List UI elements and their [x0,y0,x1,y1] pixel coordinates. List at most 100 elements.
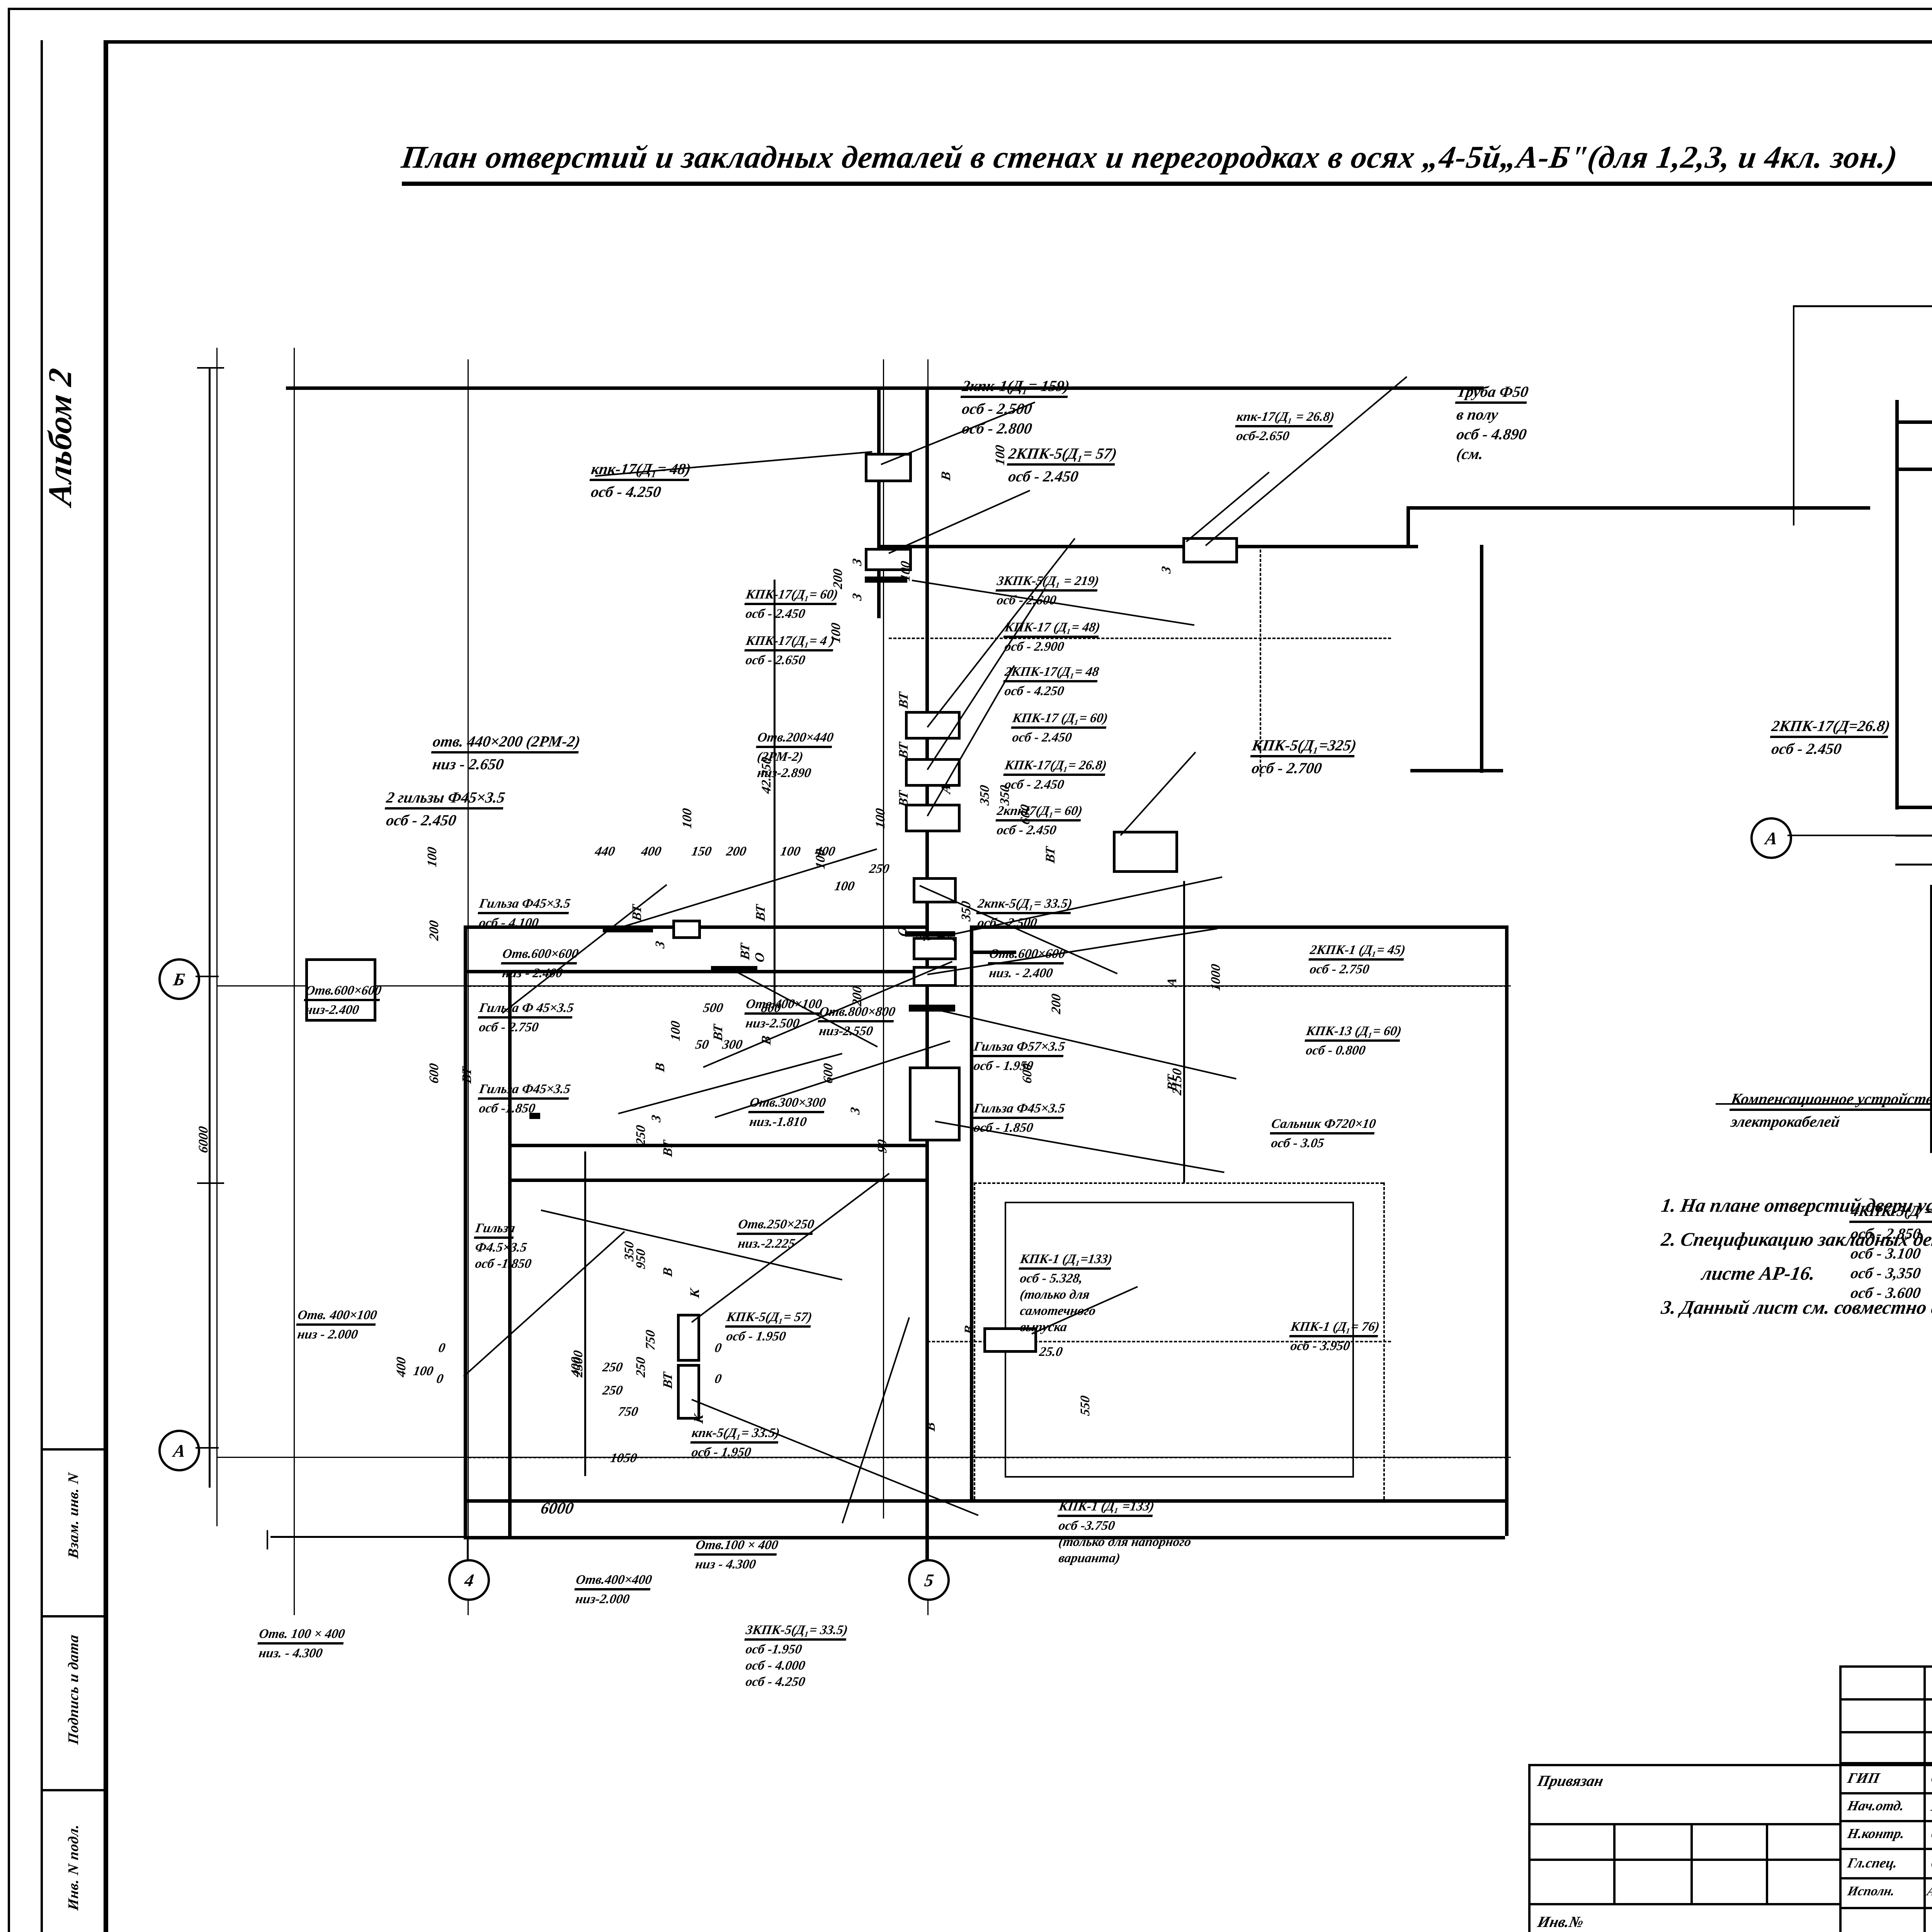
callout-kpk-13-60: КПК-13 (Д₁= 60) осб - 0.800 [1304,1024,1403,1058]
callout-kpk-17-48b: КПК-17 (Д₁= 48) осб - 2.900 [1003,620,1101,654]
tb-line [1839,1665,1842,1932]
wall-v-left-bay-b [508,970,512,1536]
tb-role-0: ГИП [1846,1770,1881,1786]
tb-main-top [1528,1764,1932,1766]
callout-kpk-17-48: кпк-17(Д₁= 48) осб - 4.250 [589,460,692,500]
comp-box-left [1930,885,1932,1151]
tag-vt-3: ВТ [661,1371,675,1390]
detail-v-line [1793,305,1794,526]
wall-v-upper [877,386,881,618]
sheet-border-outer [8,8,1932,1932]
dimension-6000-bottom: 6000 [539,1500,575,1517]
embed-marker [603,925,653,932]
note-3: 3. Данный лист см. совместно с листами 1… [1660,1296,1932,1318]
callout-2kpk-5-57: 2КПК-5(Д₁= 57) осб - 2.450 [1007,444,1118,485]
callout-kpk-17-268b: кпк-17(Д₁ = 26.8) осб-2.650 [1235,410,1335,443]
page-title: План отверстий и закладных деталей в сте… [399,139,1900,175]
dimension-line-2300 [584,1151,586,1476]
dim-600-v: 600 [427,1062,441,1085]
dim-350-v2: 350 [978,784,992,806]
dim-25: 25.0 [1038,1345,1064,1359]
dim-250b: 250 [868,862,891,876]
callout-gilza-57: Гильза Ф57×3.5 осб - 1.950 [972,1039,1066,1073]
centerline-a [464,1457,1507,1458]
callout-otv-250x250: Отв.250×250 низ.-2.225 [736,1217,815,1251]
callout-gilza-45-4100: Гильза Ф45×3.5 осб - 4.100 [478,896,571,930]
wall-bottom-b [464,1536,1505,1539]
tag-vt-7: ВТ [1043,845,1058,864]
embed-marker [913,937,957,960]
embed-marker [672,920,701,939]
dim-200: 200 [725,844,748,859]
dim-750: 750 [617,1405,639,1419]
dim-400: 400 [640,844,663,859]
detail-line-a [1895,835,1932,837]
dim-250-v: 250 [634,1124,648,1146]
leader-line [1716,1103,1932,1105]
dim-150: 150 [690,844,713,859]
dim-400-v2: 400 [394,1356,408,1378]
embed-marker [983,1327,1037,1353]
tb-line [1839,1665,1932,1668]
callout-kpk-17-60b: КПК-17 (Д₁= 60) осб - 2.450 [1011,711,1109,745]
callout-kpk-1-133b: КПК-1 (Д₁ =133) осб -3.750 (только для н… [1057,1499,1192,1565]
callout-2kpk17-60: 2кпкI7(Д₁= 60) осб - 2.450 [995,804,1083,837]
dim-100-v7: 100 [425,846,439,868]
tb-inv: Инв.№ [1536,1913,1585,1930]
embed-marker [913,966,957,987]
dim-100-v5: 100 [668,1020,683,1042]
dim-400-v: 400 [569,1356,583,1378]
embed-marker [909,1005,955,1012]
callout-salnik-720: Сальник Ф720×10 осб - 3.05 [1270,1117,1377,1150]
dim-100: 100 [779,844,802,859]
wall-v-far-right [1505,925,1509,1536]
tb-role-4: Исполн. [1846,1884,1896,1898]
callout-gilza-45c: Гильза Ф45×3.5 осб - 1.850 [972,1101,1066,1135]
callout-otv-600x600b: Отв.600×600 низ-2.400 [304,983,383,1017]
dimension-line-42250 [774,580,776,1005]
wall-bottom [464,1499,1505,1503]
callout-otv-600x600: Отв.600×600 низ - 2.400 [501,947,580,980]
notes-block: 1. На плане отверстий двери условно не п… [1660,1194,1932,1330]
tb-line [1528,1903,1839,1905]
wall-mid-left-b [464,970,925,973]
wall-v-right-bay [970,925,973,1501]
tb-line [1690,1823,1693,1904]
wall-v-left-bay [464,925,467,1536]
dim-200-v3: 200 [1049,993,1063,1015]
dim-100c: 100 [833,879,856,893]
inner-room-right [1352,1202,1354,1476]
centerline-lower [927,1341,1391,1342]
wall-room-div [508,1144,925,1147]
tb-line [1923,1665,1926,1932]
inner-room-bottom [1005,1476,1354,1478]
tb-line [1839,1731,1932,1733]
tb-line [1839,1820,1932,1822]
dim-750-v: 750 [643,1329,658,1351]
dim-100-v2: 100 [873,807,888,830]
dim-250d: 250 [601,1383,624,1398]
callout-otv-300x300: Отв.300×300 низ.-1.810 [748,1095,827,1129]
callout-otv-600x600c: Отв.600×600 низ. - 2.400 [988,947,1066,980]
callout-otv-440x200: отв. 440×200 (2РМ-2) низ - 2.650 [431,732,582,773]
dim-100-v: 100 [680,807,694,830]
callout-otv-100x400: Отв. 100 × 400 низ. - 4.300 [257,1627,346,1660]
tb-line [1613,1823,1616,1904]
dim-250-v2: 250 [634,1356,648,1378]
wall-room-div-b [508,1179,925,1182]
dim-100-v3: 100 [898,560,913,582]
sleeve-box-left [305,958,376,1022]
margin-field-inv: Инв. N подл. [65,1823,82,1912]
detail-wall-h [1895,468,1932,471]
dim-440: 440 [594,844,616,859]
embed-marker [711,966,757,972]
bubble-stem [1787,835,1896,836]
callout-kpk-17-60: КПК-17(Д₁= 60) осб - 2.450 [744,587,839,621]
callout-otv-400x100b: Отв. 400×100 низ - 2.000 [296,1308,378,1342]
detail-line-a2 [1895,864,1932,866]
embed-marker [865,453,912,482]
callout-3kpk-5-335: 3КПК-5(Д₁= 33.5) осб -1.950 осб - 4.000 … [744,1623,849,1689]
tb-line [1839,1762,1932,1764]
dim-550-v: 550 [1078,1395,1092,1417]
